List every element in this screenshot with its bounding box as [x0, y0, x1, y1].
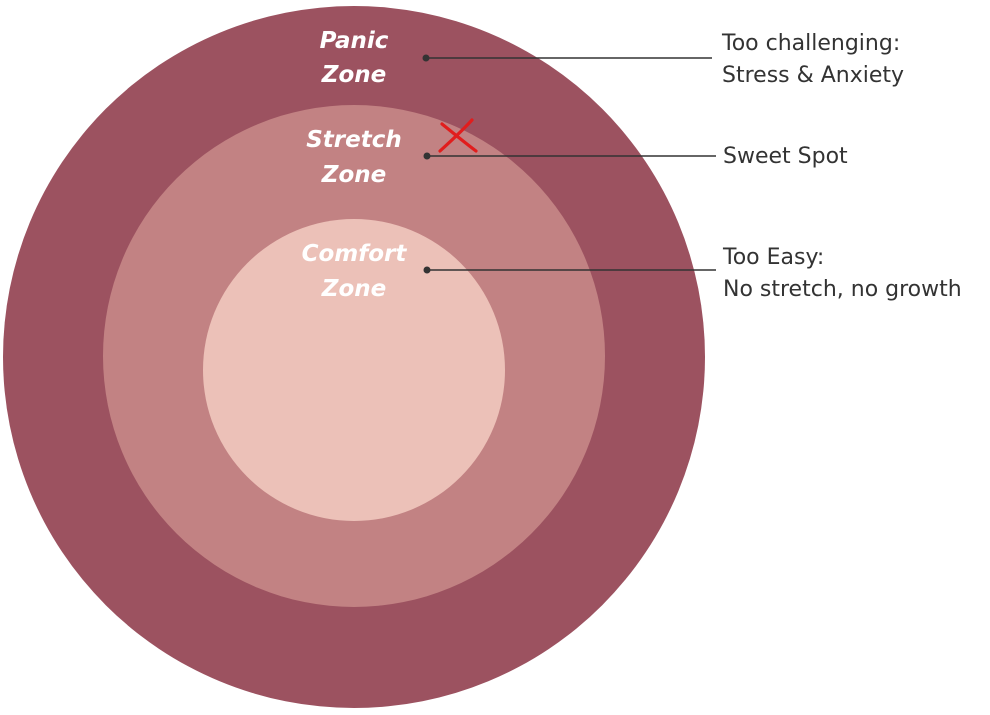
stretch-leader-dot: [423, 152, 431, 160]
comfort-annotation-line2: No stretch, no growth: [723, 277, 962, 302]
panic-zone-label-line2: Zone: [321, 62, 386, 88]
panic-leader-dot: [422, 54, 430, 62]
comfort-zone-label-line1: Comfort: [302, 241, 408, 267]
stretch-zone-label-line2: Zone: [321, 162, 386, 188]
comfort-leader-dot: [423, 266, 431, 274]
comfort-zone-label-line2: Zone: [321, 276, 386, 302]
panic-annotation-line1: Too challenging:: [721, 31, 900, 56]
stretch-annotation-line1: Sweet Spot: [723, 144, 848, 169]
stretch-zone-label-line1: Stretch: [306, 127, 402, 153]
comfort-zone-circle: [203, 219, 505, 521]
x-mark-icon: [438, 118, 478, 153]
comfort-annotation-line1: Too Easy:: [722, 245, 824, 270]
panic-annotation-line2: Stress & Anxiety: [722, 63, 904, 88]
panic-zone-label-line1: Panic: [320, 28, 389, 54]
